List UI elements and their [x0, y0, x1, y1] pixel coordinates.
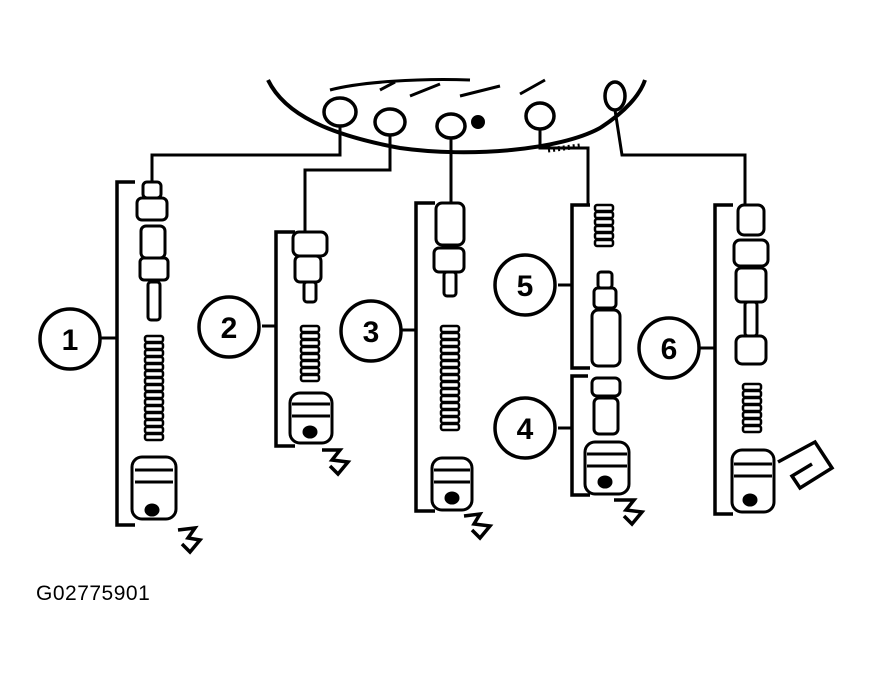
component-group-2	[262, 230, 352, 477]
group-4-bracket	[570, 374, 590, 497]
group-1-spring	[143, 334, 165, 442]
group-2-spring	[299, 324, 321, 383]
group-5-spring	[593, 203, 615, 248]
group-6-retainer-clip	[777, 439, 835, 491]
svg-text:6: 6	[661, 333, 678, 366]
svg-text:5: 5	[517, 270, 534, 303]
callout-2: 2	[197, 295, 261, 359]
svg-text:2: 2	[221, 312, 238, 345]
group-4-retainer-clip	[614, 498, 646, 527]
group-3-bracket	[414, 201, 435, 513]
group-2-bracket	[274, 230, 295, 448]
callout-6: 6	[637, 316, 701, 380]
group-3-retainer-clip	[463, 511, 494, 541]
component-group-1	[100, 180, 204, 555]
component-group-5	[558, 203, 622, 370]
group-6-bracket	[713, 203, 733, 516]
svg-text:1: 1	[62, 324, 79, 357]
component-group-6	[700, 203, 835, 516]
svg-text:4: 4	[517, 413, 534, 446]
valve-body-casting	[266, 77, 647, 155]
leader-lines	[150, 109, 747, 232]
component-group-4	[558, 374, 646, 527]
component-group-3	[402, 201, 494, 541]
callout-3: 3	[339, 299, 403, 363]
callout-4: 4	[493, 396, 557, 460]
callout-5: 5	[493, 253, 557, 317]
group-1-plug	[130, 455, 178, 521]
group-1-bracket	[115, 180, 135, 527]
svg-text:3: 3	[363, 316, 380, 349]
group-1-retainer-clip	[177, 525, 204, 555]
group-6-spring	[741, 382, 763, 434]
group-5-bracket	[570, 203, 590, 370]
group-2-retainer-clip	[322, 448, 352, 477]
figure-id-label: G02775901	[36, 582, 151, 605]
group-3-spring	[439, 324, 461, 432]
callout-1: 1	[38, 307, 102, 371]
